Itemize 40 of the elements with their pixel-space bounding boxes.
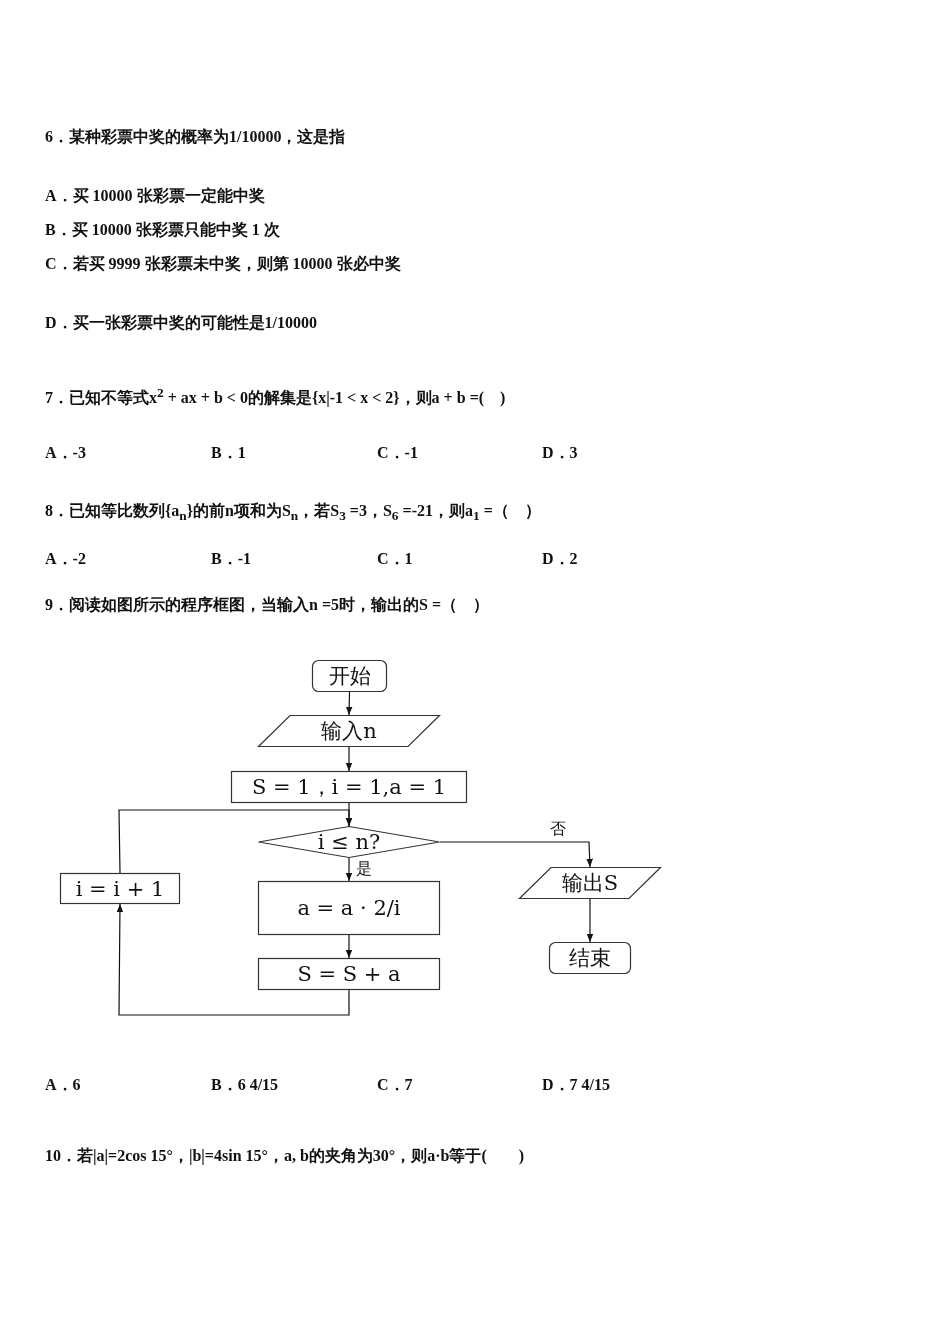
answer-option: C．-1 <box>377 443 418 463</box>
answer-option: A．-2 <box>45 549 86 569</box>
process-box: S = S + a <box>258 958 440 990</box>
question-text: 10．若|a|=2cos 15°，|b|=4sin 15°，a, b的夹角为30°，则a·b等于( ) <box>45 1146 525 1166</box>
edge-label: 否 <box>550 820 566 838</box>
process-box: S = 1，i = 1,a = 1 <box>231 771 467 803</box>
arrow <box>116 903 350 1016</box>
io-parallelogram: 输入n <box>258 715 440 747</box>
arrow <box>345 857 353 882</box>
answer-option: D．7 4/15 <box>542 1075 610 1095</box>
arrow <box>345 746 353 772</box>
answer-option: A．买 10000 张彩票一定能中奖 <box>45 186 265 206</box>
question-text: 8．已知等比数列{a$_{n}$}的前n项和为S$_{n}$，若S$_{3}$ =3，S$_{6}$ =-21，则a$_{1}$ =（ ） <box>45 501 541 526</box>
answer-option: C．7 <box>377 1075 413 1095</box>
answer-option: D．买一张彩票中奖的可能性是1/10000 <box>45 313 317 333</box>
question-text: 7．已知不等式x$^{2}$ + ax + b < 0的解集是{x|-1 < x < 2}，则a + b =( ) <box>45 384 506 409</box>
answer-option: B．买 10000 张彩票只能中奖 1 次 <box>45 220 280 240</box>
arrow <box>586 898 594 943</box>
process-box: i = i + 1 <box>60 873 180 904</box>
process-box: a = a · 2/i <box>258 881 440 935</box>
answer-option: C．1 <box>377 549 413 569</box>
answer-option: B．1 <box>211 443 246 463</box>
arrow <box>345 934 353 959</box>
answer-option: D．3 <box>542 443 578 463</box>
arrow <box>439 841 593 868</box>
terminal-box: 开始 <box>312 660 387 692</box>
answer-option: A．6 <box>45 1075 81 1095</box>
arrow <box>118 809 353 874</box>
decision-diamond: i ≤ n? <box>258 826 440 858</box>
question-text: 6．某种彩票中奖的概率为1/10000，这是指 <box>45 127 346 147</box>
answer-option: B．-1 <box>211 549 251 569</box>
arrow <box>345 691 353 716</box>
answer-option: D．2 <box>542 549 578 569</box>
answer-option: A．-3 <box>45 443 86 463</box>
answer-option: C．若买 9999 张彩票未中奖，则第 10000 张必中奖 <box>45 254 401 274</box>
terminal-box: 结束 <box>549 942 631 974</box>
edge-label: 是 <box>356 860 372 878</box>
answer-option: B．6 4/15 <box>211 1075 279 1095</box>
question-text: 9．阅读如图所示的程序框图，当输入n =5时，输出的S =（ ） <box>45 595 490 615</box>
io-parallelogram: 输出S <box>519 867 661 899</box>
